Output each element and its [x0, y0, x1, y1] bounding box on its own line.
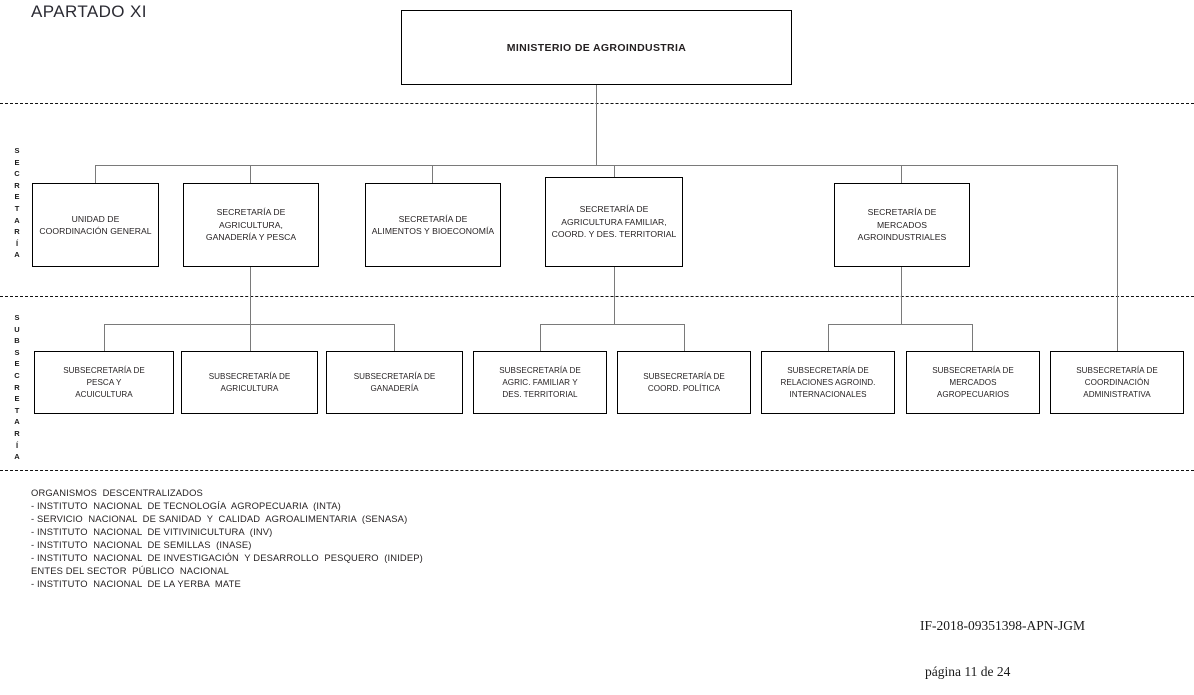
- connector-bus-agricultura-ganaderia-pesca: [104, 324, 395, 326]
- band-label-letter: E: [14, 394, 20, 404]
- divider-subsecretaria-organismos: [0, 470, 1194, 471]
- connector-root-trunk: [596, 85, 598, 165]
- connector-drop-agricultura: [250, 324, 252, 351]
- page-title: APARTADO XI: [31, 2, 147, 21]
- connector-drop-coord-politica: [684, 324, 686, 351]
- entes-heading: ENTES DEL SECTOR PÚBLICO NACIONAL: [31, 565, 230, 577]
- node-subsecretaria-agric-familiar-des-territorial[interactable]: SUBSECRETARÍA DE AGRIC. FAMILIAR Y DES. …: [473, 351, 607, 414]
- node-label: SECRETARÍA DE AGRICULTURA, GANADERÍA Y P…: [205, 207, 297, 243]
- node-label: SUBSECRETARÍA DE COORDINACIÓN ADMINISTRA…: [1076, 365, 1158, 399]
- band-label-letter: Í: [15, 238, 19, 248]
- node-ministerio-agroindustria[interactable]: MINISTERIO DE AGROINDUSTRIA: [401, 10, 792, 85]
- organismo-item: - INSTITUTO NACIONAL DE INVESTIGACIÓN Y …: [31, 552, 423, 564]
- organismos-list: ORGANISMOS DESCENTRALIZADOS - INSTITUTO …: [31, 486, 591, 590]
- connector-drop-coordinacion-administrativa: [1117, 165, 1119, 351]
- band-label-letter: B: [14, 336, 20, 346]
- connector-trunk-agricultura-familiar: [614, 267, 616, 324]
- connector-secretaria-bus: [95, 165, 1118, 167]
- organismo-item: - SERVICIO NACIONAL DE SANIDAD Y CALIDAD…: [31, 513, 408, 525]
- node-subsecretaria-relaciones-agroind-internacionales[interactable]: SUBSECRETARÍA DE RELACIONES AGROIND. INT…: [761, 351, 895, 414]
- connector-drop-ganaderia: [394, 324, 396, 351]
- node-subsecretaria-mercados-agropecuarios[interactable]: SUBSECRETARÍA DE MERCADOS AGROPECUARIOS: [906, 351, 1040, 414]
- band-label-letter: S: [14, 146, 20, 155]
- band-label-letter: E: [14, 359, 20, 369]
- band-label-letter: E: [14, 157, 20, 167]
- connector-trunk-agricultura-ganaderia-pesca: [250, 267, 252, 324]
- connector-bus-mercados-agroindustriales: [828, 324, 973, 326]
- document-code: IF-2018-09351398-APN-JGM: [920, 618, 1085, 633]
- band-label-letter: A: [14, 452, 20, 462]
- node-label: SECRETARÍA DE AGRICULTURA FAMILIAR, COOR…: [551, 204, 677, 240]
- connector-drop-agric-familiar-des-territorial: [540, 324, 542, 351]
- node-secretaria-agricultura-ganaderia-pesca[interactable]: SECRETARÍA DE AGRICULTURA, GANADERÍA Y P…: [183, 183, 319, 267]
- band-label-letter: R: [14, 180, 20, 190]
- divider-secretaria-subsecretaria: [0, 296, 1194, 297]
- node-subsecretaria-pesca-acuicultura[interactable]: SUBSECRETARÍA DE PESCA Y ACUICULTURA: [34, 351, 174, 414]
- band-label-letter: T: [14, 405, 20, 415]
- node-unidad-coordinacion-general[interactable]: UNIDAD DE COORDINACIÓN GENERAL: [32, 183, 159, 267]
- band-label-letter: T: [14, 203, 20, 213]
- band-label-letter: R: [14, 227, 20, 237]
- connector-drop-secretaria-3: [432, 165, 434, 183]
- band-label-letter: S: [14, 347, 20, 357]
- node-label: SUBSECRETARÍA DE COORD. POLÍTICA: [643, 371, 725, 393]
- node-label: UNIDAD DE COORDINACIÓN GENERAL: [39, 213, 152, 237]
- band-label-letter: S: [14, 313, 20, 322]
- organismo-item: - INSTITUTO NACIONAL DE SEMILLAS (INASE): [31, 539, 252, 551]
- node-subsecretaria-coord-politica[interactable]: SUBSECRETARÍA DE COORD. POLÍTICA: [617, 351, 751, 414]
- band-label-letter: C: [14, 169, 20, 179]
- connector-drop-secretaria-4: [614, 165, 616, 183]
- connector-drop-secretaria-5: [901, 165, 903, 183]
- node-label: SUBSECRETARÍA DE AGRIC. FAMILIAR Y DES. …: [499, 365, 581, 399]
- node-secretaria-mercados-agroindustriales[interactable]: SECRETARÍA DE MERCADOS AGROINDUSTRIALES: [834, 183, 970, 267]
- band-label-letter: E: [14, 192, 20, 202]
- node-label: SUBSECRETARÍA DE RELACIONES AGROIND. INT…: [780, 365, 876, 399]
- node-subsecretaria-agricultura[interactable]: SUBSECRETARÍA DE AGRICULTURA: [181, 351, 318, 414]
- organismo-item: - INSTITUTO NACIONAL DE VITIVINICULTURA …: [31, 526, 273, 538]
- node-label: SUBSECRETARÍA DE MERCADOS AGROPECUARIOS: [932, 365, 1014, 399]
- node-label: SECRETARÍA DE MERCADOS AGROINDUSTRIALES: [857, 207, 947, 243]
- band-label-letter: U: [14, 324, 20, 334]
- connector-drop-pesca-acuicultura: [104, 324, 106, 351]
- node-label: MINISTERIO DE AGROINDUSTRIA: [506, 41, 687, 54]
- band-label-letter: R: [14, 428, 20, 438]
- node-secretaria-agricultura-familiar[interactable]: SECRETARÍA DE AGRICULTURA FAMILIAR, COOR…: [545, 177, 683, 267]
- node-label: SECRETARÍA DE ALIMENTOS Y BIOECONOMÍA: [371, 213, 495, 237]
- band-label-letter: A: [14, 417, 20, 427]
- band-label-letter: A: [14, 250, 20, 260]
- node-label: SUBSECRETARÍA DE PESCA Y ACUICULTURA: [63, 365, 145, 399]
- connector-drop-relaciones-internacionales: [828, 324, 830, 351]
- band-label-letter: Í: [15, 440, 19, 450]
- node-label: SUBSECRETARÍA DE GANADERÍA: [353, 371, 436, 393]
- band-label-letter: R: [14, 382, 20, 392]
- ente-item: - INSTITUTO NACIONAL DE LA YERBA MATE: [31, 578, 241, 590]
- connector-drop-secretaria-1: [95, 165, 97, 183]
- connector-trunk-mercados-agroindustriales: [901, 267, 903, 324]
- band-label-letter: C: [14, 370, 20, 380]
- organismos-heading: ORGANISMOS DESCENTRALIZADOS: [31, 487, 203, 498]
- page-number: página 11 de 24: [925, 664, 1011, 679]
- node-label: SUBSECRETARÍA DE AGRICULTURA: [208, 371, 291, 393]
- node-subsecretaria-ganaderia[interactable]: SUBSECRETARÍA DE GANADERÍA: [326, 351, 463, 414]
- connector-bus-agricultura-familiar: [540, 324, 685, 326]
- band-label-letter: A: [14, 215, 20, 225]
- connector-drop-mercados-agropecuarios: [972, 324, 974, 351]
- node-secretaria-alimentos-bioeconomia[interactable]: SECRETARÍA DE ALIMENTOS Y BIOECONOMÍA: [365, 183, 501, 267]
- organismo-item: - INSTITUTO NACIONAL DE TECNOLOGÍA AGROP…: [31, 500, 341, 512]
- node-subsecretaria-coordinacion-administrativa[interactable]: SUBSECRETARÍA DE COORDINACIÓN ADMINISTRA…: [1050, 351, 1184, 414]
- connector-drop-secretaria-2: [250, 165, 252, 183]
